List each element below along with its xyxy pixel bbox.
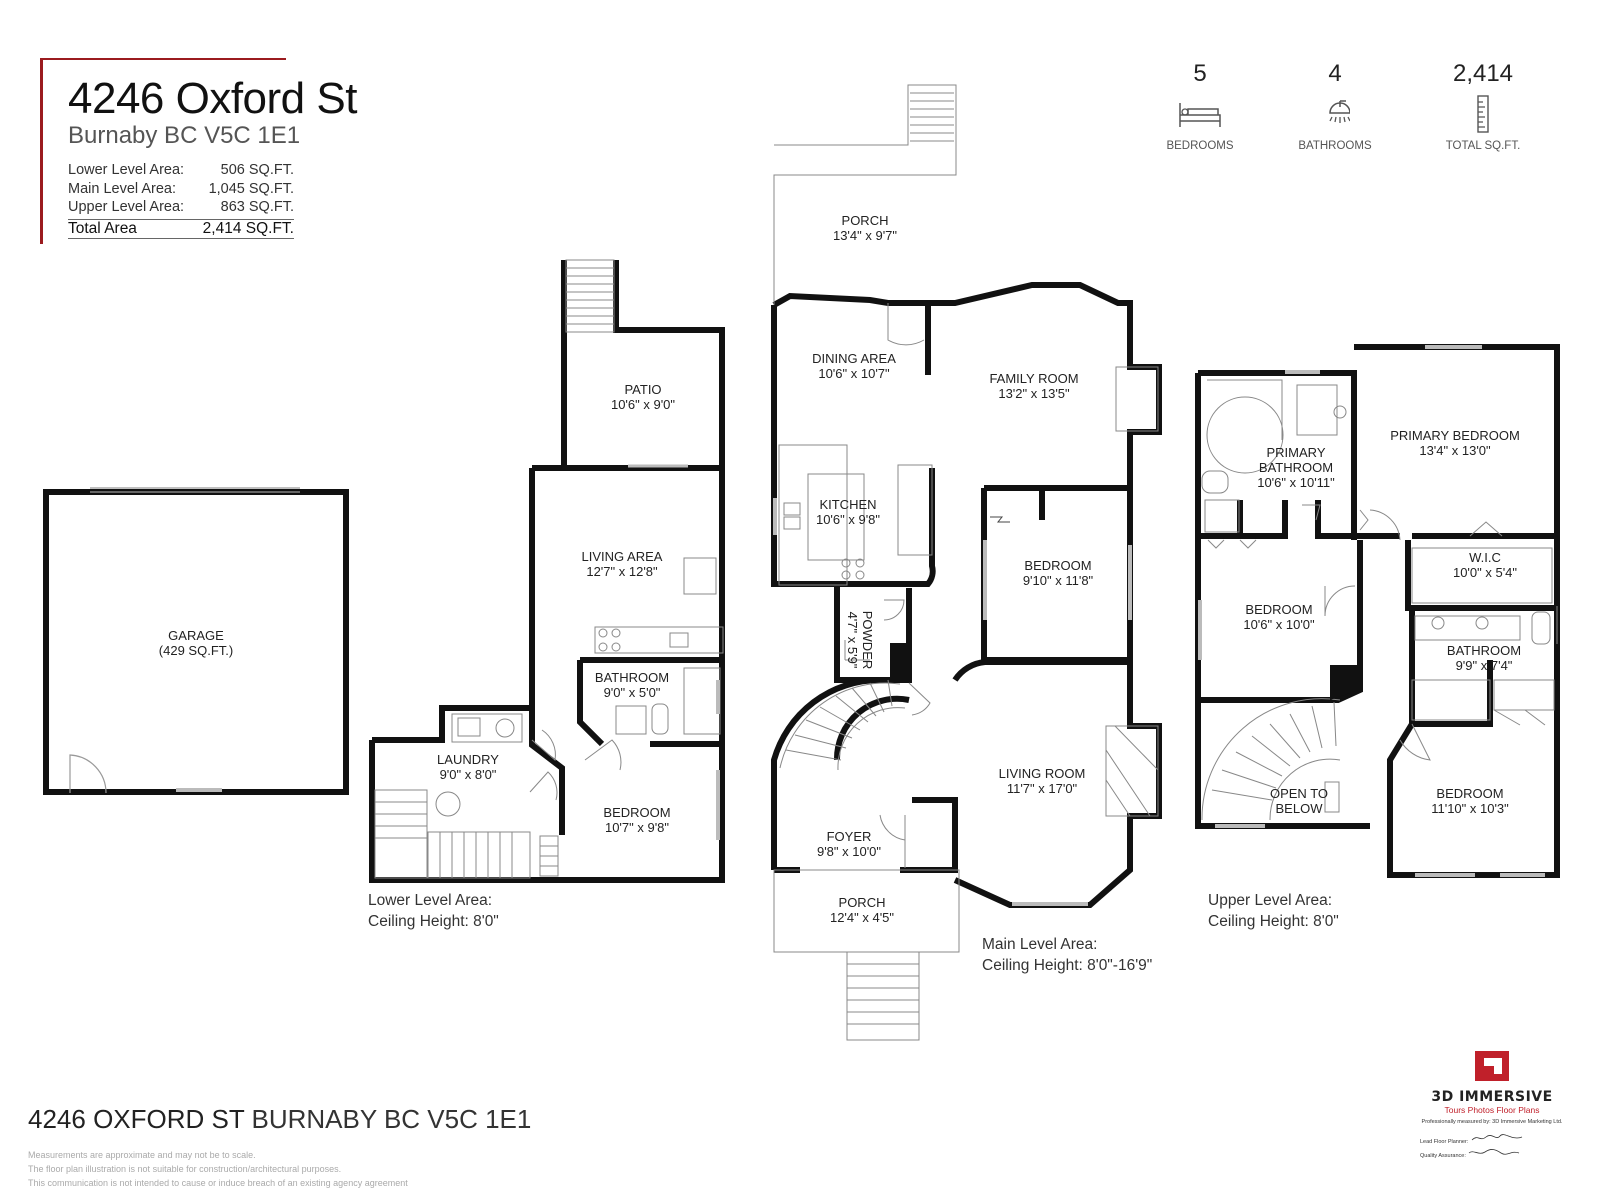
stat-total-sqft: 2,414 TOTAL SQ.FT.	[1428, 60, 1538, 152]
level-label-lower: Lower Level Area:Ceiling Height: 8'0"	[368, 892, 499, 930]
qa-row: Quality Assurance:	[1412, 1147, 1572, 1159]
qa-signature-icon	[1469, 1149, 1520, 1155]
planner-row: Lead Floor Planner:	[1412, 1133, 1572, 1145]
property-title: 4246 Oxford St	[68, 74, 357, 123]
shower-icon	[1280, 94, 1390, 134]
disclaimer: Measurements are approximate and may not…	[28, 1150, 408, 1188]
area-row-lower: Lower Level Area:506 SQ.FT.	[68, 162, 294, 178]
bed-icon	[1145, 94, 1255, 134]
header-accent-vertical	[40, 58, 43, 244]
logo-mark-icon	[1475, 1051, 1509, 1081]
room-garage: GARAGE(429 SQ.FT.)	[158, 628, 234, 658]
area-row-upper: Upper Level Area:863 SQ.FT.	[68, 199, 294, 215]
property-subtitle: Burnaby BC V5C 1E1	[68, 122, 301, 149]
stat-bedrooms: 5 BEDROOMS	[1145, 60, 1255, 152]
main-level-walls	[771, 282, 1162, 908]
level-label-main: Main Level Area:Ceiling Height: 8'0"-16'…	[982, 936, 1153, 974]
header-accent-bar	[40, 58, 286, 60]
stat-bathrooms: 4 BATHROOMS	[1280, 60, 1390, 152]
area-row-main: Main Level Area:1,045 SQ.FT.	[68, 180, 294, 197]
planner-signature-icon	[1471, 1134, 1522, 1141]
lower-level-walls	[369, 260, 725, 883]
level-label-upper: Upper Level Area:Ceiling Height: 8'0"	[1208, 892, 1339, 930]
company-logo: 3D IMMERSIVE Tours Photos Floor Plans Pr…	[1412, 1048, 1572, 1159]
upper-level-walls	[1195, 344, 1560, 878]
ruler-icon	[1428, 94, 1538, 134]
footer-address: 4246 OXFORD ST BURNABY BC V5C 1E1	[28, 1104, 532, 1134]
area-summary: Lower Level Area:506 SQ.FT. Main Level A…	[68, 161, 294, 239]
